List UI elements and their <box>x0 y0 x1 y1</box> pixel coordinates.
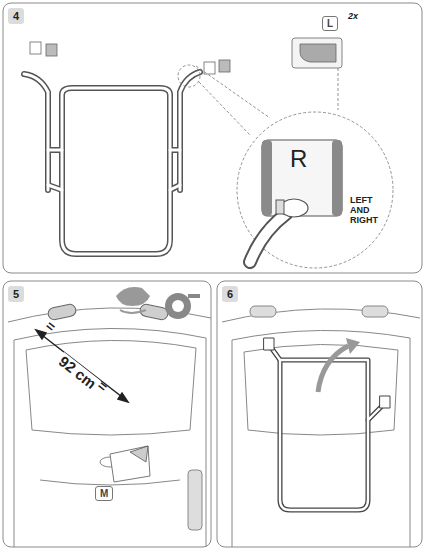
tape-measure-icon <box>165 293 200 319</box>
label-text: 6 <box>227 288 233 300</box>
label-text: L <box>327 18 333 29</box>
dimension: 92 cm <box>54 352 101 394</box>
rack-frame <box>264 338 390 510</box>
rotate-arrow <box>318 338 360 392</box>
label-text: 5 <box>13 288 19 300</box>
label-text: 4 <box>13 10 19 22</box>
roof-roller <box>47 303 169 321</box>
step-number: 6 <box>222 286 238 302</box>
pad-detail <box>250 140 342 262</box>
dimension-arrow <box>36 330 128 402</box>
note: LEFT AND RIGHT <box>350 196 394 226</box>
van-rear <box>222 306 420 547</box>
step-number: 4 <box>8 8 24 24</box>
part-letter: M <box>95 486 113 501</box>
step-panel <box>217 281 422 547</box>
van-rear <box>8 308 211 547</box>
label-text: M <box>100 488 108 499</box>
step-panel <box>3 281 211 547</box>
part-letter: L <box>322 16 338 31</box>
step-number: 5 <box>8 286 24 302</box>
clean-icon <box>116 287 150 313</box>
quantity: 2x <box>348 12 358 22</box>
rack-frame <box>24 72 200 254</box>
adhesive-pad <box>30 38 342 74</box>
side-mark: R <box>290 146 307 172</box>
step-panel <box>3 3 422 273</box>
detail-callout <box>178 65 393 268</box>
sticker-m <box>110 446 150 482</box>
